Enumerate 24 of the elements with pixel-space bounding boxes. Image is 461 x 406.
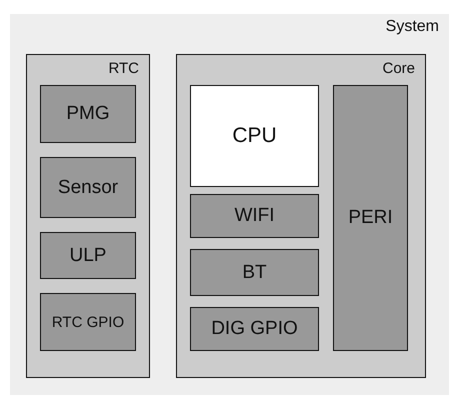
module-box <box>40 232 136 279</box>
module-label: RTC GPIO <box>52 314 124 330</box>
module-label: PMG <box>66 103 110 125</box>
group-box <box>176 54 426 378</box>
module-box <box>190 307 319 351</box>
module-box <box>333 85 408 351</box>
module-label: ULP <box>70 244 106 266</box>
group-heading: Core <box>382 60 415 77</box>
panel-heading: System <box>386 18 439 36</box>
module-label: WIFI <box>234 205 275 227</box>
module-label: CPU <box>232 124 277 148</box>
module-box <box>40 157 136 218</box>
module-box <box>40 293 136 351</box>
group-box <box>26 54 150 378</box>
module-box <box>190 194 319 238</box>
module-box <box>190 249 319 296</box>
processor-box <box>190 85 319 187</box>
module-label: DIG GPIO <box>211 318 298 340</box>
module-label: BT <box>242 262 267 284</box>
module-label: PERI <box>348 207 393 229</box>
system-panel <box>10 14 449 395</box>
group-heading: RTC <box>108 60 139 77</box>
module-box <box>40 85 136 143</box>
module-label: Sensor <box>58 176 118 198</box>
